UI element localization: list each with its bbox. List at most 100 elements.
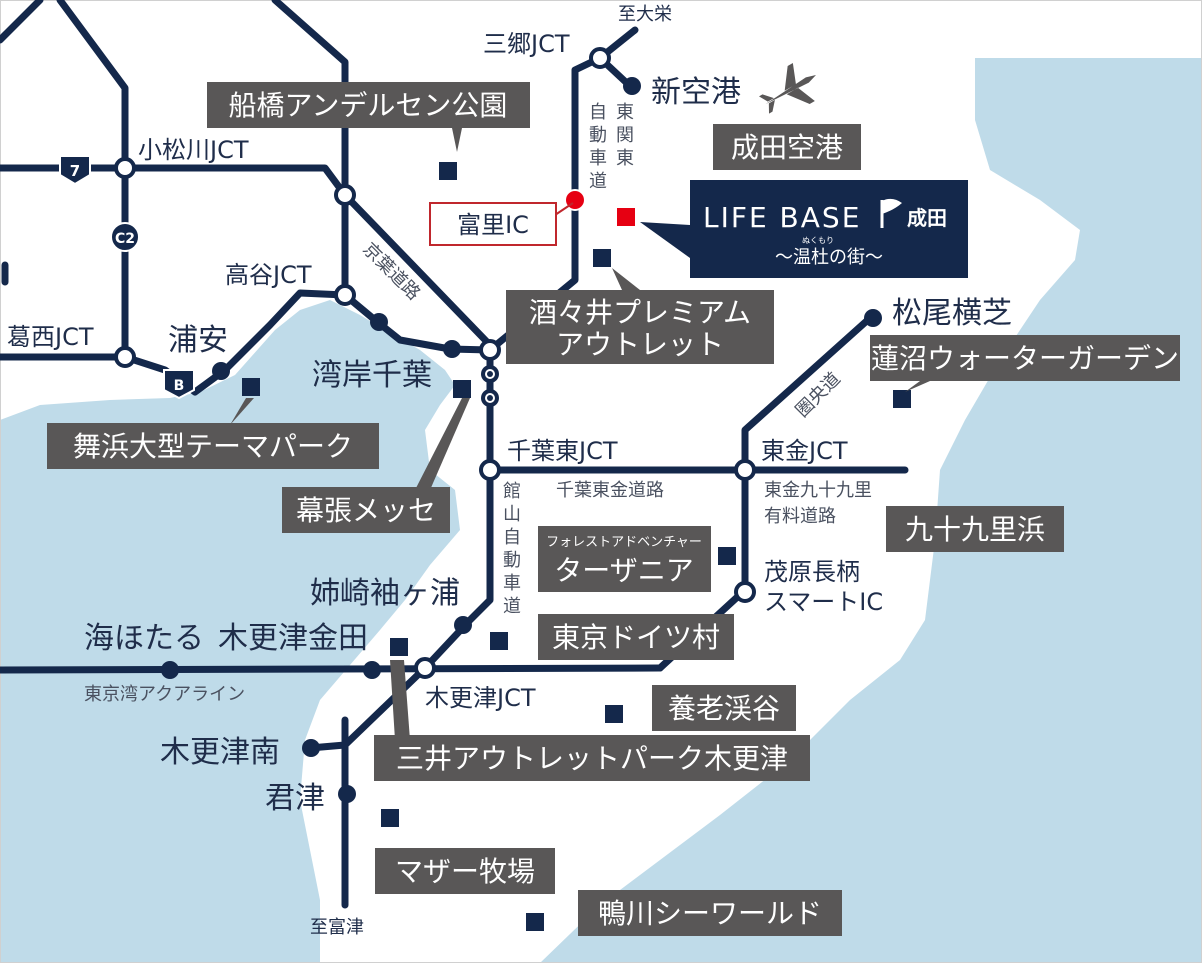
ic-kisarazu-minami-dot <box>302 739 320 757</box>
callout-pointers <box>230 128 955 740</box>
tt-char-0: 館 <box>503 481 521 502</box>
box-mitsui <box>374 735 810 781</box>
lifebase-name: LIFE BASE <box>703 201 861 234</box>
hk-char-0: 東 <box>616 102 634 123</box>
box-maihama <box>47 423 379 469</box>
shield-b-label: B <box>174 378 185 394</box>
lifebase-callout: LIFE BASE 成田 ぬくもり ～温杜の街～ <box>690 180 968 278</box>
jct-markers <box>114 47 756 679</box>
label-narita-airport: 成田空港 <box>731 131 843 164</box>
label-mitsui: 三井アウトレットパーク木更津 <box>396 742 788 775</box>
lifebase-marker <box>617 208 635 226</box>
jct-komatsugawa-marker <box>114 157 136 179</box>
ic-keiyo-dot <box>370 313 388 331</box>
tt-char-3: 動 <box>503 550 521 571</box>
shield-route7-label: 7 <box>70 162 80 180</box>
ic-kimitsu-dot <box>338 785 356 803</box>
box-narita-airport <box>713 124 861 170</box>
label-kamogawa: 鴨川シーワールド <box>598 897 822 930</box>
hk-char-1: 関 <box>616 125 634 146</box>
lifebase-pointer <box>640 222 690 258</box>
label-makuhari: 幕張メッセ <box>296 494 436 527</box>
shield-route7: 7 <box>59 155 91 186</box>
jct-kasai-marker <box>114 346 136 368</box>
label-shisui-1: 酒々井プレミアム <box>529 296 751 329</box>
box-tarzania <box>538 526 711 592</box>
road-tateyama <box>306 346 494 752</box>
label-yoro: 養老渓谷 <box>668 692 780 725</box>
label-kimitsu: 君津 <box>265 781 325 816</box>
place-labels: 至大栄 三郷JCT 新空港 小松川JCT 高谷JCT 葛西JCT 浦安 湾岸千葉… <box>7 4 1012 938</box>
label-takaya-jct: 高谷JCT <box>225 261 312 289</box>
lifebase-ruby: ぬくもり <box>802 236 834 245</box>
hk-char-4: 動 <box>589 125 607 146</box>
road-top-mid <box>271 0 349 199</box>
tt-char-5: 道 <box>503 596 521 617</box>
road-top-left-2 <box>56 0 129 361</box>
hk-char-3: 自 <box>589 102 607 123</box>
ic-markers <box>161 77 882 803</box>
spot-label-boxes: 船橋アンデルセン公園 成田空港 酒々井プレミアム アウトレット 蓮沼ウォーターガ… <box>47 82 1180 936</box>
label-shinkuko: 新空港 <box>651 75 741 110</box>
hk-char-5: 車 <box>589 148 607 169</box>
label-maihama: 舞浜大型テーマパーク <box>73 430 353 463</box>
box-yoro <box>652 685 796 731</box>
label-hasunuma: 蓮沼ウォーターガーデン <box>871 342 1179 375</box>
road-route7 <box>0 164 494 349</box>
road-top-left-1 <box>0 0 44 44</box>
label-matsuo-yokoshiba: 松尾横芝 <box>892 296 1012 331</box>
tomisato-pointer <box>554 202 574 216</box>
box-mother-farm <box>375 848 555 894</box>
ic-wangan-dot <box>443 340 461 358</box>
label-kisarazu-kaneda: 木更津金田 <box>218 621 368 656</box>
road-higashi-kanto-c2: 自 動 車 道 <box>589 102 613 192</box>
spot-funabashi-marker <box>439 162 457 180</box>
label-mobara-2: スマートIC <box>764 588 883 616</box>
box-lifebase <box>690 180 968 278</box>
label-mother-farm: マザー牧場 <box>395 855 535 888</box>
box-kujukurihama <box>886 506 1064 552</box>
label-anegasaki: 姉崎袖ヶ浦 <box>310 576 460 611</box>
spot-kamogawa-marker <box>526 913 544 931</box>
label-tarzania-small: フォレストアドベンチャー <box>546 535 702 550</box>
label-kasai-jct: 葛西JCT <box>7 323 94 351</box>
box-kamogawa <box>578 890 842 936</box>
jct-takaya-marker <box>334 284 356 306</box>
spot-mitsui-marker <box>390 638 408 656</box>
road-togane-kujukuri-1: 東金九十九里 <box>764 480 872 501</box>
label-tarzania: ターザニア <box>554 554 693 587</box>
hk-char-2: 東 <box>616 148 634 169</box>
box-shisui <box>506 290 774 364</box>
road-tateyama-label: 館 山 自 動 車 道 <box>503 481 527 617</box>
road-aqualine-label: 東京湾アクアライン <box>84 684 245 705</box>
ic-umihotaru-dot <box>161 661 179 679</box>
hk-char-6: 道 <box>589 171 607 192</box>
label-kisarazu-jct: 木更津JCT <box>425 684 536 712</box>
jct-miyanogi-marker <box>479 339 501 361</box>
spot-shisui-marker <box>593 249 611 267</box>
spot-tarzania-marker <box>718 547 736 565</box>
box-tomisato-ic <box>429 202 557 246</box>
box-german-village <box>538 614 734 660</box>
shield-c2: C2 <box>110 222 140 252</box>
ic-shinkuko-dot <box>623 77 641 95</box>
label-german-village: 東京ドイツ村 <box>552 621 720 654</box>
label-umihotaru: 海ほたる <box>84 621 204 656</box>
pacific-sea <box>540 58 1202 963</box>
spot-mother-marker <box>381 809 399 827</box>
spot-yoro-marker <box>605 705 623 723</box>
double-ring-markers <box>481 365 499 407</box>
label-to-daiei: 至大栄 <box>618 4 672 25</box>
label-funabashi: 船橋アンデルセン公園 <box>229 89 508 122</box>
label-komatsugawa-jct: 小松川JCT <box>138 136 249 164</box>
box-makuhari <box>282 487 450 533</box>
label-togane-jct: 東金JCT <box>761 437 848 465</box>
road-higashi-kanto-c1: 東 関 東 <box>616 102 640 169</box>
jct-togane-marker <box>734 459 756 481</box>
tt-char-2: 自 <box>503 527 521 548</box>
lifebase-city: 成田 <box>907 206 947 230</box>
spot-german-marker <box>490 632 508 650</box>
box-hasunuma <box>870 335 1180 381</box>
ic-matsuo-dot <box>864 309 882 327</box>
